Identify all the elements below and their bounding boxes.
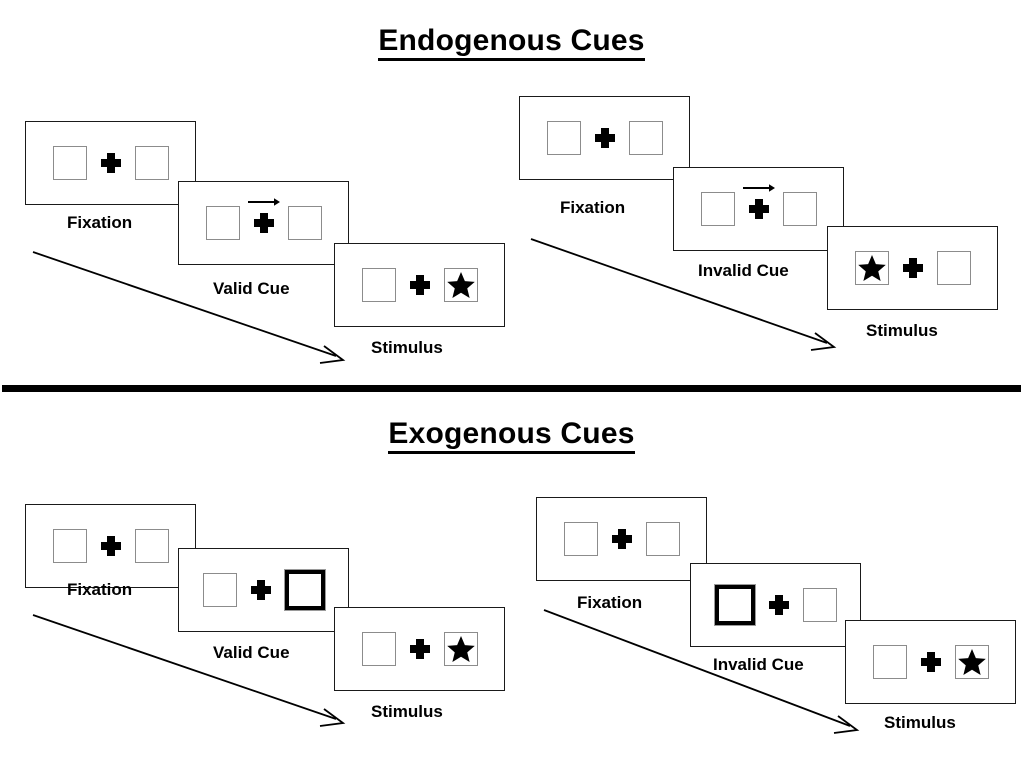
left-placeholder-box	[872, 645, 907, 679]
frame-exogenous-valid-stimulus	[334, 607, 505, 691]
frame-endogenous-invalid-fixation	[519, 96, 690, 180]
frame-exogenous-valid-cue	[178, 548, 349, 632]
star-target-icon	[446, 272, 475, 298]
section-title-exogenous: Exogenous Cues	[0, 417, 1023, 454]
left-placeholder-box	[361, 632, 396, 666]
left-placeholder-box	[546, 121, 581, 155]
section-title-exogenous-text: Exogenous Cues	[388, 417, 635, 454]
caption-exogenous-valid-stimulus: Stimulus	[371, 702, 443, 721]
right-placeholder-box	[936, 251, 971, 285]
frame-endogenous-invalid-cue	[673, 167, 844, 251]
fixation-cross-icon	[251, 580, 271, 600]
frame-endogenous-invalid-stimulus	[827, 226, 998, 310]
right-target-box	[954, 645, 989, 679]
left-placeholder-box	[202, 573, 237, 607]
fixation-cross-icon	[595, 128, 615, 148]
fixation-cross-icon	[921, 652, 941, 672]
frame-endogenous-valid-stimulus	[334, 243, 505, 327]
section-title-endogenous: Endogenous Cues	[0, 24, 1023, 61]
fixation-cross-icon	[410, 275, 430, 295]
right-peripheral-cue-box	[283, 569, 326, 611]
right-target-box	[443, 268, 478, 302]
caption-exogenous-valid-fixation: Fixation	[67, 580, 133, 599]
time-arrow-endogenous-invalid	[530, 238, 837, 351]
frame-exogenous-invalid-stimulus	[845, 620, 1016, 704]
frame-exogenous-invalid-fixation	[536, 497, 707, 581]
left-placeholder-box	[52, 529, 87, 563]
section-title-endogenous-text: Endogenous Cues	[378, 24, 645, 61]
caption-endogenous-valid-stimulus: Stimulus	[371, 338, 443, 357]
fixation-cross-icon	[612, 529, 632, 549]
right-placeholder-box	[782, 192, 817, 226]
caption-endogenous-valid-cue: Valid Cue	[213, 279, 290, 298]
right-placeholder-box	[628, 121, 663, 155]
frame-exogenous-invalid-cue	[690, 563, 861, 647]
caption-endogenous-valid-fixation: Fixation	[67, 213, 133, 232]
caption-exogenous-valid-cue: Valid Cue	[213, 643, 290, 662]
fixation-cross-icon	[410, 639, 430, 659]
fixation-cross-icon	[769, 595, 789, 615]
caption-exogenous-invalid-stimulus: Stimulus	[884, 713, 956, 732]
caption-endogenous-invalid-stimulus: Stimulus	[866, 321, 938, 340]
caption-endogenous-invalid-fixation: Fixation	[560, 198, 626, 217]
right-placeholder-box	[645, 522, 680, 556]
fixation-cross-icon	[101, 153, 121, 173]
left-placeholder-box	[700, 192, 735, 226]
star-target-icon	[857, 255, 886, 281]
fixation-cross-icon	[247, 198, 280, 233]
left-placeholder-box	[205, 206, 240, 240]
fixation-cross-icon	[101, 536, 121, 556]
frame-exogenous-valid-fixation	[25, 504, 196, 588]
left-placeholder-box	[361, 268, 396, 302]
arrow-right-cue-icon	[247, 198, 280, 206]
frame-endogenous-valid-cue	[178, 181, 349, 265]
right-placeholder-box	[134, 146, 169, 180]
left-placeholder-box	[563, 522, 598, 556]
star-target-icon	[446, 636, 475, 662]
right-placeholder-box	[134, 529, 169, 563]
caption-exogenous-invalid-cue: Invalid Cue	[713, 655, 804, 674]
left-peripheral-cue-box	[713, 584, 756, 626]
right-placeholder-box	[287, 206, 322, 240]
caption-endogenous-invalid-cue: Invalid Cue	[698, 261, 789, 280]
left-target-box	[854, 251, 889, 285]
caption-exogenous-invalid-fixation: Fixation	[577, 593, 643, 612]
section-divider	[2, 385, 1021, 392]
fixation-cross-icon	[742, 184, 775, 219]
frame-endogenous-valid-fixation	[25, 121, 196, 205]
arrow-right-cue-icon	[742, 184, 775, 192]
right-placeholder-box	[802, 588, 837, 622]
left-placeholder-box	[52, 146, 87, 180]
star-target-icon	[957, 649, 986, 675]
right-target-box	[443, 632, 478, 666]
fixation-cross-icon	[903, 258, 923, 278]
